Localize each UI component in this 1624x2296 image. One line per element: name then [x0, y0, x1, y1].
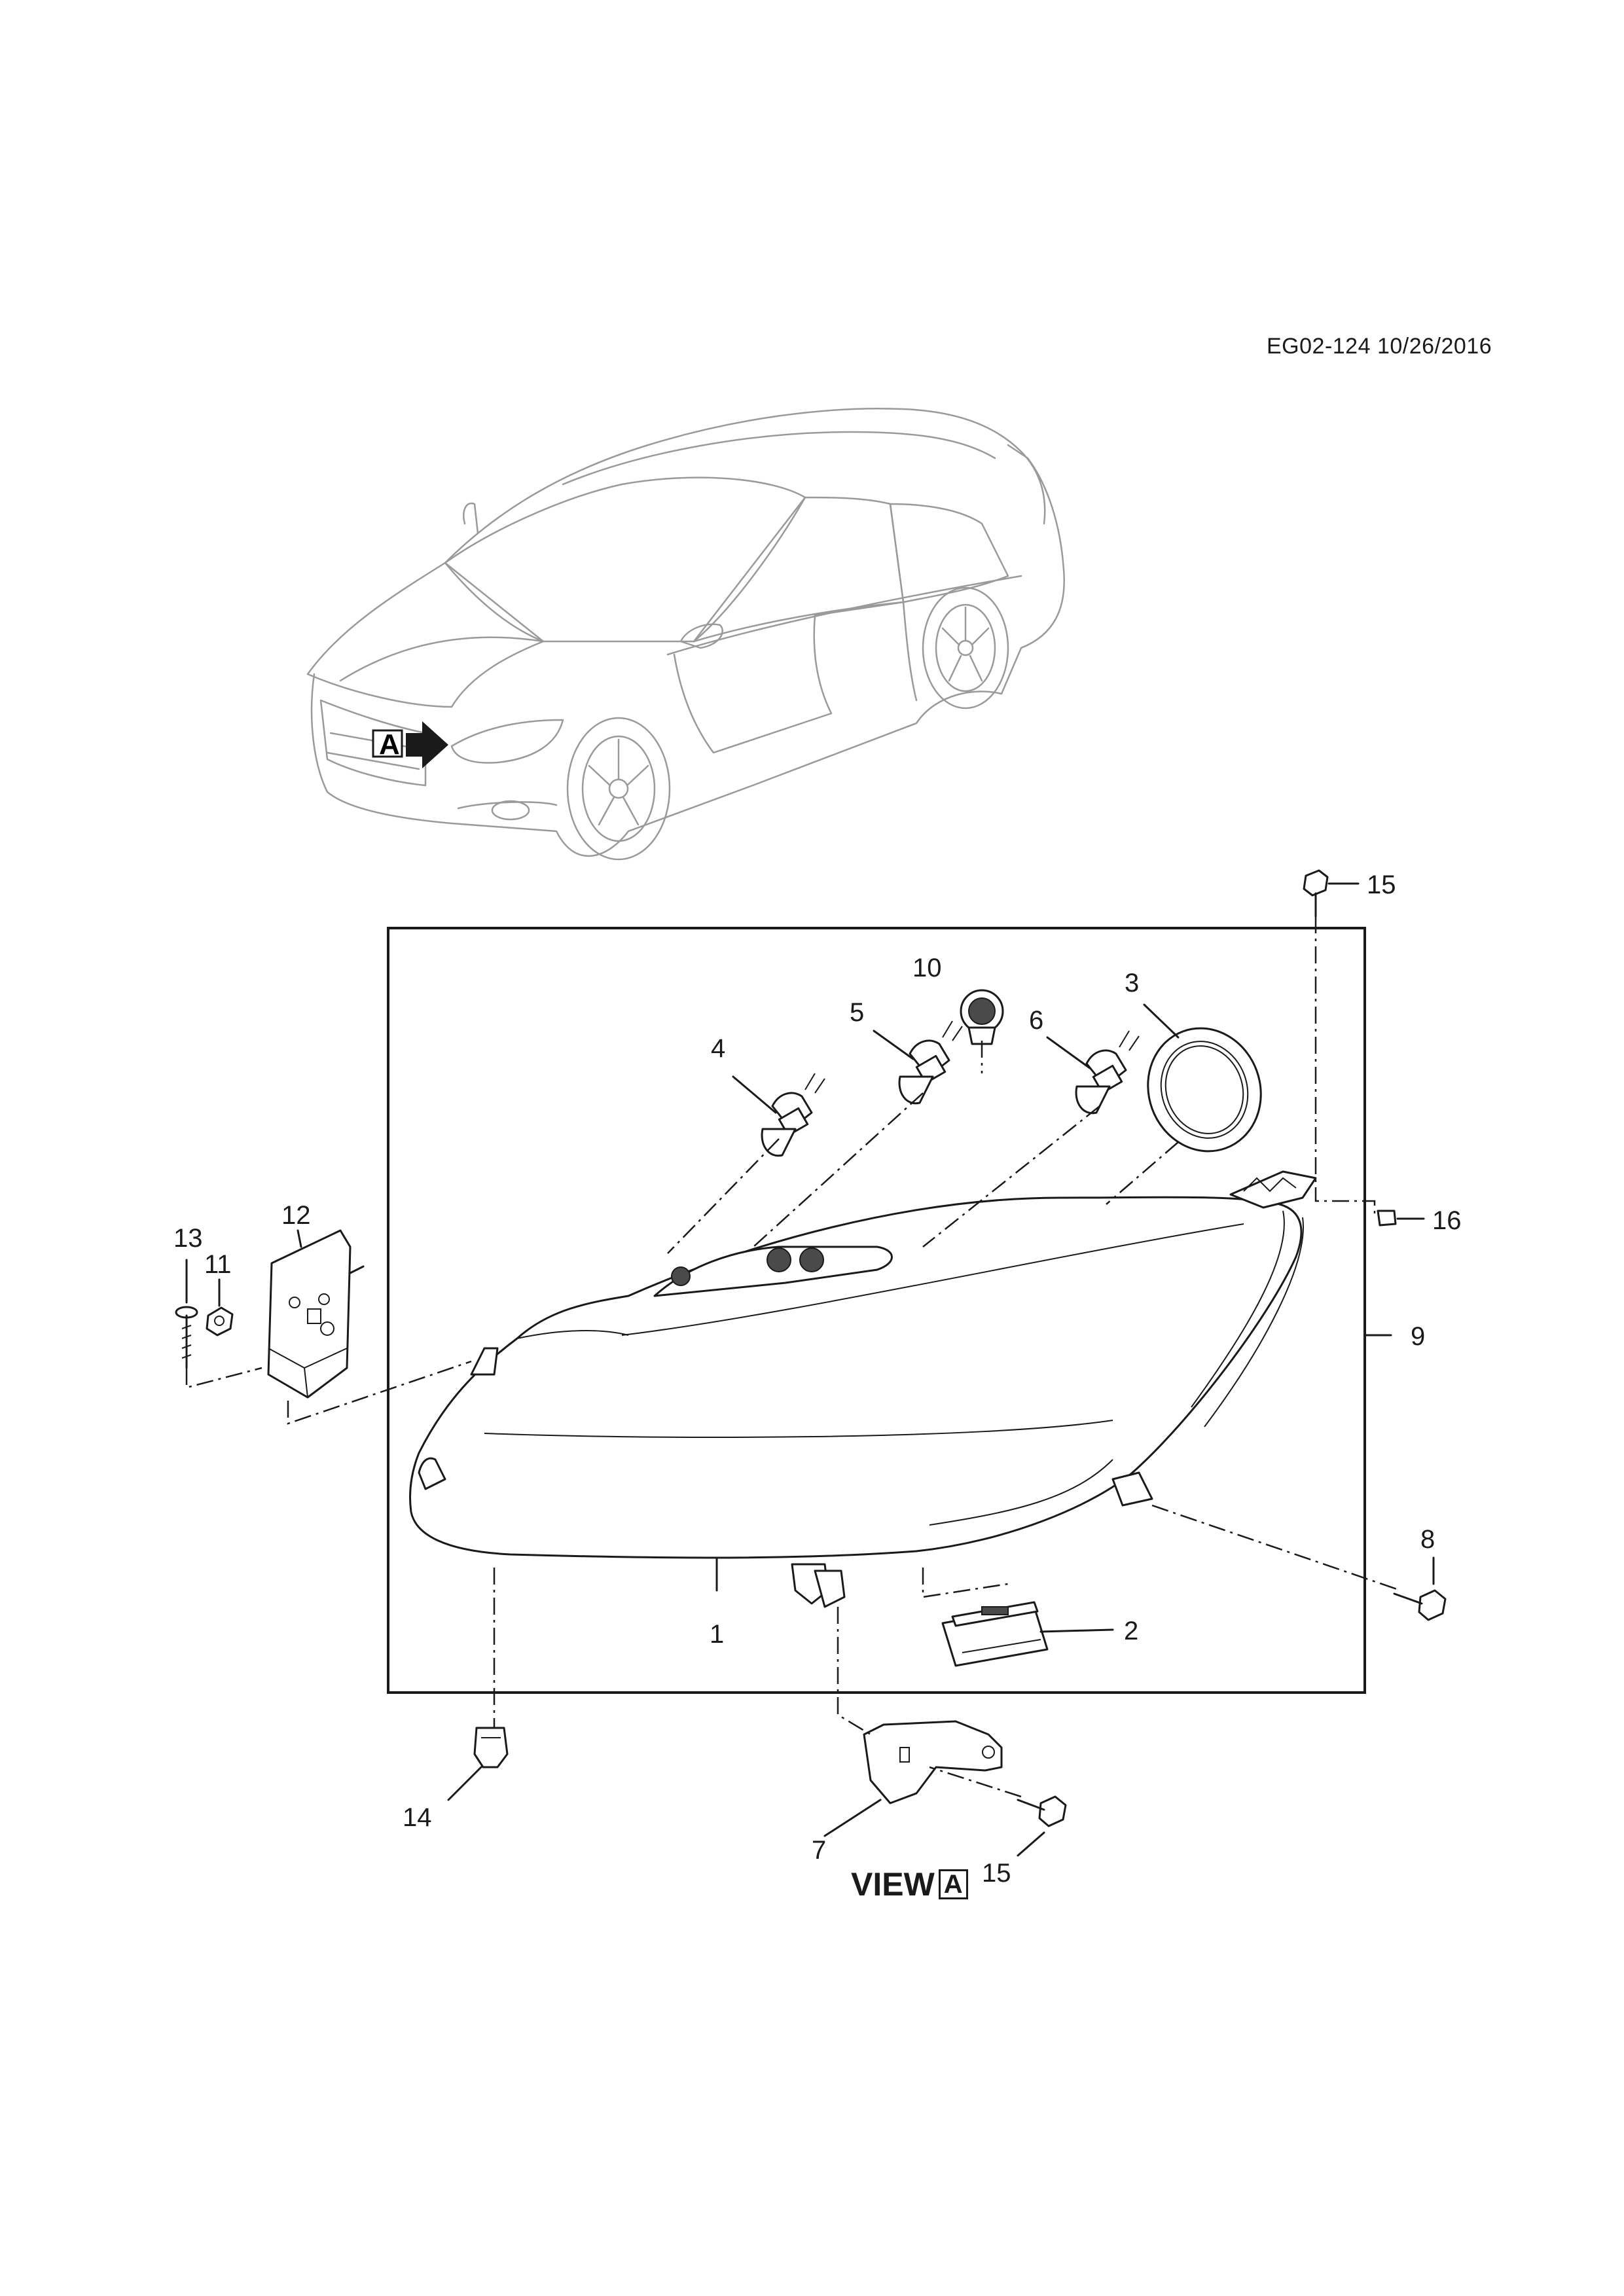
bracket-7 — [863, 1720, 1003, 1804]
screw-13 — [175, 1306, 198, 1369]
callout-12: 12 — [281, 1201, 311, 1230]
leader-lines — [185, 882, 1435, 1857]
callout-16: 16 — [1432, 1206, 1462, 1235]
view-label-text: VIEW — [851, 1866, 935, 1903]
view-label-marker: A — [938, 1869, 968, 1899]
callout-14: 14 — [403, 1803, 432, 1832]
bulb-5 — [898, 1020, 963, 1105]
callout-9: 9 — [1411, 1322, 1425, 1351]
callout-1: 1 — [710, 1620, 724, 1649]
callout-13: 13 — [173, 1224, 203, 1253]
assembly-frame — [387, 927, 1366, 1694]
callout-8: 8 — [1420, 1525, 1435, 1554]
alignment-lines — [185, 916, 1401, 1798]
view-a-label: VIEW A — [851, 1865, 968, 1903]
bulb-socket-10 — [960, 989, 1004, 1045]
callout-5: 5 — [850, 998, 864, 1027]
headlamp-assembly — [409, 1170, 1317, 1608]
screw-8 — [1393, 1589, 1447, 1621]
view-a-marker-letter: A — [379, 728, 400, 761]
callout-11: 11 — [204, 1250, 232, 1279]
callout-15-top: 15 — [1367, 870, 1396, 899]
callout-3: 3 — [1125, 969, 1139, 997]
callout-labels: 4 5 10 6 3 15 16 9 8 2 1 14 7 15 13 11 1… — [173, 870, 1462, 1888]
screw-15-bottom — [1017, 1795, 1067, 1827]
callout-7: 7 — [812, 1836, 826, 1865]
control-module-2 — [941, 1601, 1049, 1667]
clip-14 — [473, 1727, 509, 1768]
screw-15-top — [1303, 869, 1329, 918]
cover-cap-3 — [1147, 1027, 1262, 1153]
bracket-12 — [267, 1229, 365, 1399]
callout-6: 6 — [1029, 1006, 1043, 1035]
view-a-marker — [372, 729, 403, 758]
view-arrow-icon — [406, 721, 448, 768]
callout-4: 4 — [711, 1034, 725, 1063]
callout-2: 2 — [1124, 1617, 1138, 1645]
callout-10: 10 — [912, 954, 942, 982]
callout-15-bottom: 15 — [982, 1859, 1011, 1888]
bulb-4 — [761, 1073, 825, 1157]
car-illustration: A — [306, 407, 1065, 861]
nut-11 — [206, 1306, 234, 1336]
bulb-6 — [1075, 1030, 1140, 1115]
clip-16 — [1377, 1210, 1397, 1227]
document-code: EG02-124 10/26/2016 — [1267, 334, 1492, 359]
